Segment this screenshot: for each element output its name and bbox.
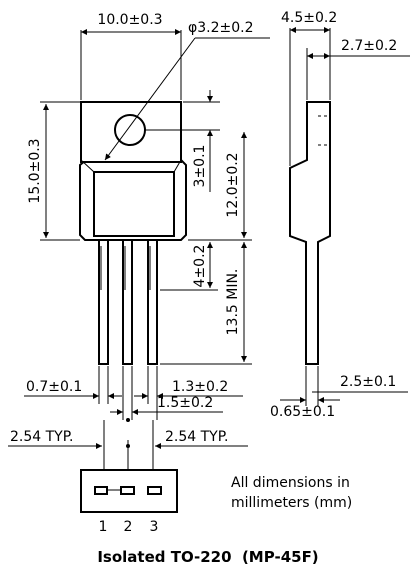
dim-hole-diameter: φ3.2±0.2 xyxy=(104,20,270,161)
label-hole-diameter: φ3.2±0.2 xyxy=(188,20,254,36)
label-lead-width: 0.7±0.1 xyxy=(26,379,82,395)
label-lead-length: 13.5 MIN. xyxy=(225,269,241,336)
dim-side-thickness: 4.5±0.2 xyxy=(281,10,337,166)
dim-height-shoulder: 12.0±0.2 xyxy=(188,132,252,241)
label-lead-shoulder: 4±0.2 xyxy=(192,245,208,288)
dim-lead-shoulder: 4±0.2 xyxy=(160,242,218,291)
bottom-view xyxy=(80,469,178,513)
tab-outline xyxy=(80,101,182,163)
label-hole-offset: 3±0.1 xyxy=(192,145,208,188)
label-pitch-left: 2.54 TYP. xyxy=(10,429,73,445)
dim-side-tab: 2.7±0.2 xyxy=(306,38,410,100)
dim-side-lead-offset: 2.5±0.1 xyxy=(312,374,408,393)
side-body xyxy=(289,101,331,365)
pin-1-label: 1 xyxy=(99,519,108,535)
dim-width-total: 10.0±0.3 xyxy=(80,12,182,100)
pin-3-label: 3 xyxy=(150,519,159,535)
label-side-lead-thickness: 0.65±0.1 xyxy=(270,404,335,420)
label-lead-width-wide: 1.3±0.2 xyxy=(172,379,228,395)
label-side-tab: 2.7±0.2 xyxy=(341,38,397,54)
label-lead-pitch-inner: 1.5±0.2 xyxy=(157,395,213,411)
leads xyxy=(98,239,158,365)
dim-lead-width: 0.7±0.1 xyxy=(24,366,122,404)
dim-pitch-typ: 2.54 TYP. 2.54 TYP. xyxy=(8,418,248,470)
front-view xyxy=(79,101,187,365)
label-width-total: 10.0±0.3 xyxy=(97,12,162,28)
note-line-2: millimeters (mm) xyxy=(231,495,352,511)
note-line-1: All dimensions in xyxy=(231,475,350,491)
dim-lead-width-wide: 1.3±0.2 xyxy=(134,366,243,420)
label-side-thickness: 4.5±0.2 xyxy=(281,10,337,26)
side-view xyxy=(289,101,331,365)
label-side-lead-offset: 2.5±0.1 xyxy=(340,374,396,390)
caption: Isolated TO-220 (MP-45F) xyxy=(97,548,318,566)
dim-lead-pitch-inner: 1.5±0.2 xyxy=(110,366,223,420)
pin-2-label: 2 xyxy=(124,519,133,535)
dim-side-lead-thickness: 0.65±0.1 xyxy=(270,366,340,420)
label-height-shoulder: 12.0±0.2 xyxy=(225,152,241,217)
dim-hole-offset: 3±0.1 xyxy=(145,90,220,192)
label-height-body: 15.0±0.3 xyxy=(27,138,43,203)
label-pitch-right: 2.54 TYP. xyxy=(165,429,228,445)
dim-height-body: 15.0±0.3 xyxy=(27,101,80,241)
dim-lead-length: 13.5 MIN. xyxy=(160,242,252,365)
molded-region xyxy=(93,171,175,237)
